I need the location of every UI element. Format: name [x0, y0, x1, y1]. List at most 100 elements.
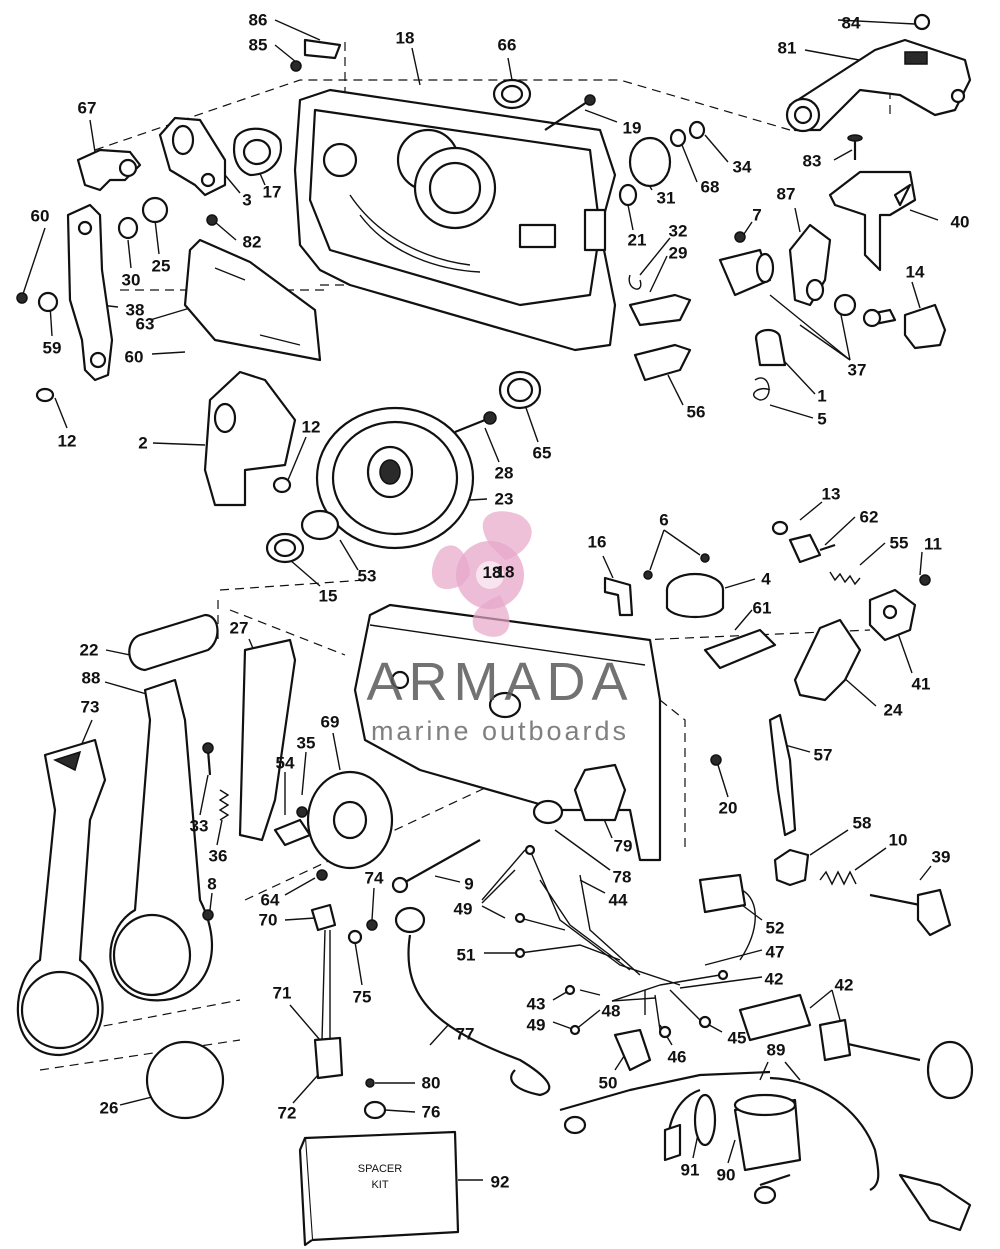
callout-22: 22 — [80, 641, 99, 660]
callout-26: 26 — [100, 1099, 119, 1118]
part-11-screw — [919, 574, 931, 586]
part-5-spring — [753, 377, 771, 401]
callout-63: 63 — [136, 315, 155, 334]
part-27-slide — [238, 638, 297, 842]
part-35-screw — [296, 806, 308, 818]
callout-50: 50 — [599, 1074, 618, 1093]
callout-4: 4 — [761, 570, 771, 589]
part-70-switch — [310, 903, 337, 1041]
watermark-brand: ARMADA — [366, 652, 633, 712]
callout-19: 19 — [623, 119, 642, 138]
part-66-grommet — [492, 78, 532, 110]
callout-6: 6 — [659, 511, 668, 530]
part-74-screw — [366, 919, 378, 931]
callout-28: 28 — [495, 464, 514, 483]
part-54-bracket — [273, 818, 312, 847]
callout-8: 8 — [207, 875, 216, 894]
part-85-screw — [290, 60, 302, 72]
part-60-screw — [16, 292, 28, 304]
callout-37: 37 — [848, 361, 867, 380]
part-42-plug-cable — [738, 993, 974, 1100]
part-52-switch — [698, 873, 756, 961]
part-53-ring — [300, 509, 340, 541]
callout-34: 34 — [733, 158, 752, 177]
part-28-screw — [454, 411, 497, 434]
callout-68: 68 — [701, 178, 720, 197]
spacer-kit-line2: KIT — [371, 1179, 388, 1191]
callout-82: 82 — [243, 233, 262, 252]
callout-2: 2 — [138, 434, 147, 453]
part-3-bracket — [158, 116, 227, 197]
part-38-lever — [66, 203, 114, 382]
part-40-switch-bracket — [828, 170, 917, 272]
part-31-disc — [628, 136, 672, 188]
callout-54: 54 — [276, 754, 295, 773]
callout-24: 24 — [884, 701, 903, 720]
callout-17: 17 — [263, 183, 282, 202]
part-76-nut — [363, 1100, 387, 1120]
callout-18: 18 — [396, 29, 415, 48]
callout-52: 52 — [766, 919, 785, 938]
part-8-screw — [202, 909, 214, 921]
callout-9: 9 — [464, 875, 473, 894]
part-64-screw — [316, 869, 328, 881]
part-7-screw — [734, 231, 746, 243]
callout-30: 30 — [122, 271, 141, 290]
part-65-ring — [498, 370, 542, 410]
callout-76: 76 — [422, 1103, 441, 1122]
part-91-clamp — [693, 1093, 717, 1147]
callout-23: 23 — [495, 490, 514, 509]
callout-48: 48 — [602, 1002, 621, 1021]
part-34-nut — [688, 120, 706, 140]
part-90-sleeve — [733, 1093, 802, 1172]
part-19-screw — [544, 94, 596, 131]
callout-57: 57 — [814, 746, 833, 765]
part-24-plate — [793, 618, 862, 702]
callout-11: 11 — [924, 535, 942, 554]
watermark: 18 ARMADA marine outboards — [366, 511, 633, 746]
part-14-key-cap — [903, 303, 947, 350]
part-75-washer — [347, 929, 363, 945]
callout-84: 84 — [842, 14, 861, 33]
part-56-plate — [633, 343, 692, 382]
callout-5: 5 — [817, 410, 826, 429]
callout-79: 79 — [614, 837, 633, 856]
part-17-gasket — [233, 127, 283, 177]
callout-77: 77 — [456, 1025, 475, 1044]
callout-87: 87 — [777, 185, 796, 204]
callout-81: 81 — [778, 39, 797, 58]
callout-45: 45 — [728, 1029, 747, 1048]
callout-40: 40 — [951, 213, 970, 232]
callout-27: 27 — [230, 619, 249, 638]
callout-13: 13 — [822, 485, 841, 504]
callout-10: 10 — [889, 831, 908, 850]
callout-89: 89 — [767, 1041, 786, 1060]
part-57-lever — [768, 713, 797, 837]
callout-46: 46 — [668, 1048, 687, 1067]
callout-67: 67 — [78, 99, 97, 118]
callout-72: 72 — [278, 1104, 297, 1123]
part-15-bushing — [265, 532, 305, 564]
part-21-washer — [618, 183, 638, 207]
part-4-switch — [665, 572, 725, 618]
callout-16: 16 — [588, 533, 607, 552]
callout-21: 21 — [628, 231, 647, 250]
part-83-screw — [847, 134, 863, 160]
callout-20: 20 — [719, 799, 738, 818]
part-92-spacer-kit[interactable]: SPACER KIT — [298, 1130, 460, 1247]
part-18-housing-upper — [293, 88, 617, 352]
callout-41: 41 — [912, 675, 931, 694]
callout-66: 66 — [498, 36, 517, 55]
part-81-control-handle — [785, 38, 972, 133]
callout-49: 49 — [454, 900, 473, 919]
part-59-washer — [37, 291, 59, 313]
watermark-propeller-icon — [431, 511, 532, 637]
callout-36: 36 — [209, 847, 228, 866]
callout-14: 14 — [906, 263, 925, 282]
part-61-decal — [703, 628, 777, 670]
part-72-connector — [313, 1036, 344, 1080]
part-86-clip — [303, 38, 342, 60]
callout-25: 25 — [152, 257, 171, 276]
